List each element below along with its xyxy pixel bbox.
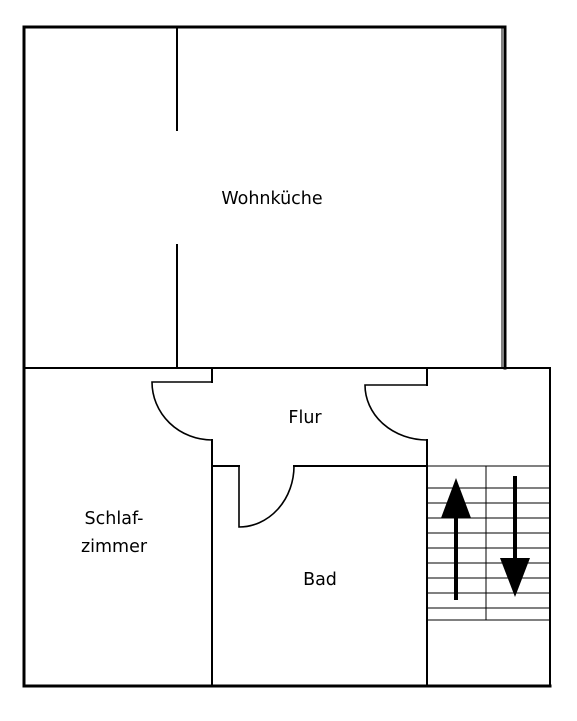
door-schlafzimmer[interactable] [151, 381, 213, 441]
label-schlafzimmer-line1: Schlaf- [85, 509, 144, 529]
label-wohnkueche: Wohnküche [221, 189, 322, 209]
label-flur: Flur [288, 408, 322, 428]
label-bad: Bad [303, 570, 337, 590]
room-bad: Bad [238, 465, 337, 590]
room-schlafzimmer: Schlaf- zimmer [81, 367, 213, 687]
arrow-up-icon [441, 478, 471, 600]
stairwell [427, 465, 550, 621]
door-bad[interactable] [238, 465, 295, 528]
arrow-down-icon [500, 476, 530, 597]
stair-treads [427, 487, 550, 609]
door-flur-stairs[interactable] [364, 384, 428, 441]
label-schlafzimmer-line2: zimmer [81, 537, 148, 557]
room-wohnkueche: Wohnküche [22, 25, 507, 370]
